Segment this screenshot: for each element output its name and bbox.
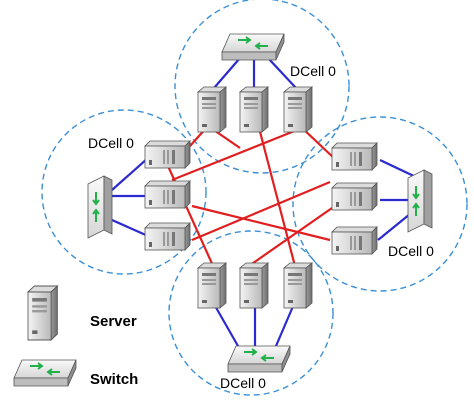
switch-icon [221,33,285,61]
link-right-1 [379,159,419,179]
server-icon [197,262,227,309]
link-left-right-b [191,180,331,242]
dcell-label: DCell 0 [220,375,266,391]
legend-switch-icon [13,359,77,387]
dcell-label: DCell 0 [388,243,434,259]
server-icon [144,140,191,169]
server-icon [331,142,378,171]
inter-cell-links [166,123,337,271]
legend: Server Switch [13,285,138,388]
legend-server-label: Server [90,313,137,330]
dcell-left: DCell 0 [87,135,191,251]
link-top-bottom [256,123,298,271]
dcell-right-boundary [292,116,468,292]
server-icon [331,226,378,255]
link-top-3 [267,57,297,89]
server-icon [144,222,191,251]
intra-cell-links [111,57,419,347]
link-right-3 [377,213,411,241]
legend-server-icon [27,285,58,341]
server-icon [144,180,191,209]
link-top-right-b [171,126,303,182]
dcell-right: DCell 0 [331,142,434,259]
dcell-top-boundary [174,0,350,174]
link-bottom-1 [213,303,239,347]
dcell-bottom-boundary [168,230,334,396]
server-icon [239,86,269,133]
link-bottom-3 [274,303,296,347]
link-left-3 [111,218,149,238]
link-right-bottom [245,207,333,269]
dcell-boundaries [41,0,468,396]
switch-icon [227,345,291,373]
link-top-1 [213,57,241,89]
dcell-left-boundary [41,109,207,275]
dcell-top: DCell 0 [197,33,336,133]
dcell-bottom: DCell 0 [197,262,313,391]
link-left-1 [111,157,149,191]
switch-icon [87,175,113,239]
server-icon [283,262,313,309]
server-icon [283,86,313,133]
dcell-label: DCell 0 [88,135,134,151]
server-icon [331,182,378,211]
dcell-label: DCell 0 [290,63,336,79]
server-icon [197,86,227,133]
legend-switch-label: Switch [90,371,138,388]
link-left-right [191,204,331,242]
switch-icon [407,169,433,233]
server-icon [239,262,269,309]
